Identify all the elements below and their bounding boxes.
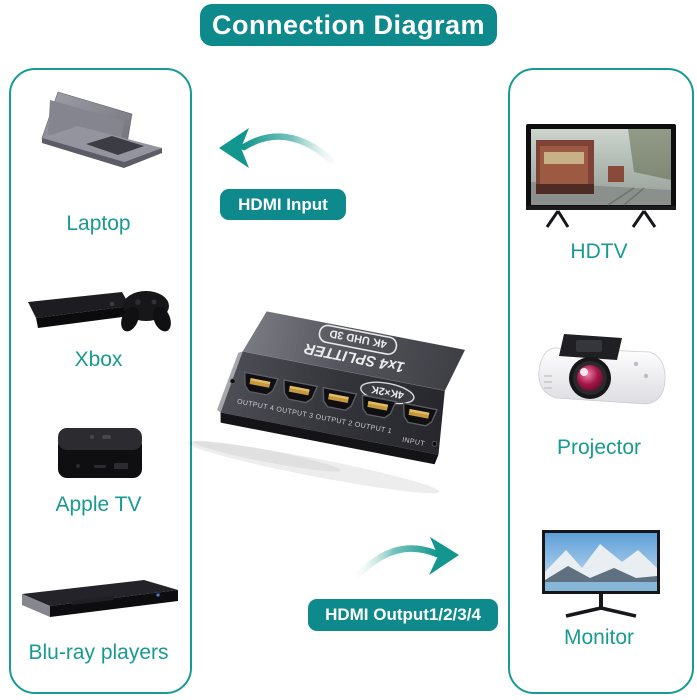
splitter-4kx2k-badge: 4K×2K bbox=[360, 381, 415, 405]
xbox-image bbox=[28, 291, 171, 332]
port-label-input: INPUT bbox=[401, 437, 425, 448]
hdmi-output-badge: HDMI Output1/2/3/4 bbox=[308, 599, 498, 631]
source-label-laptop: Laptop bbox=[66, 212, 131, 235]
laptop-image bbox=[41, 91, 162, 168]
splitter-top-face bbox=[242, 311, 465, 391]
apple-tv-image bbox=[58, 428, 142, 478]
output-label-hdtv: HDTV bbox=[570, 240, 628, 263]
source-label-blu-ray: Blu-ray players bbox=[28, 641, 169, 664]
splitter-device-image: 1x4 SPLITTER 4K UHD 3D 4K×2K OUTPUT 4 bbox=[188, 311, 465, 494]
hdtv-image bbox=[526, 124, 676, 228]
blu-ray-image bbox=[22, 580, 178, 617]
input-arrow-icon bbox=[219, 128, 336, 168]
projector-image bbox=[538, 334, 666, 405]
source-label-apple-tv: Apple TV bbox=[55, 493, 142, 516]
source-label-xbox: Xbox bbox=[74, 348, 123, 371]
page-title: Connection Diagram bbox=[200, 4, 497, 46]
hdmi-input-badge: HDMI Input bbox=[220, 189, 346, 220]
monitor-image bbox=[542, 530, 660, 618]
output-label-monitor: Monitor bbox=[563, 626, 635, 649]
output-label-projector: Projector bbox=[556, 436, 642, 459]
output-arrow-icon bbox=[355, 537, 459, 578]
